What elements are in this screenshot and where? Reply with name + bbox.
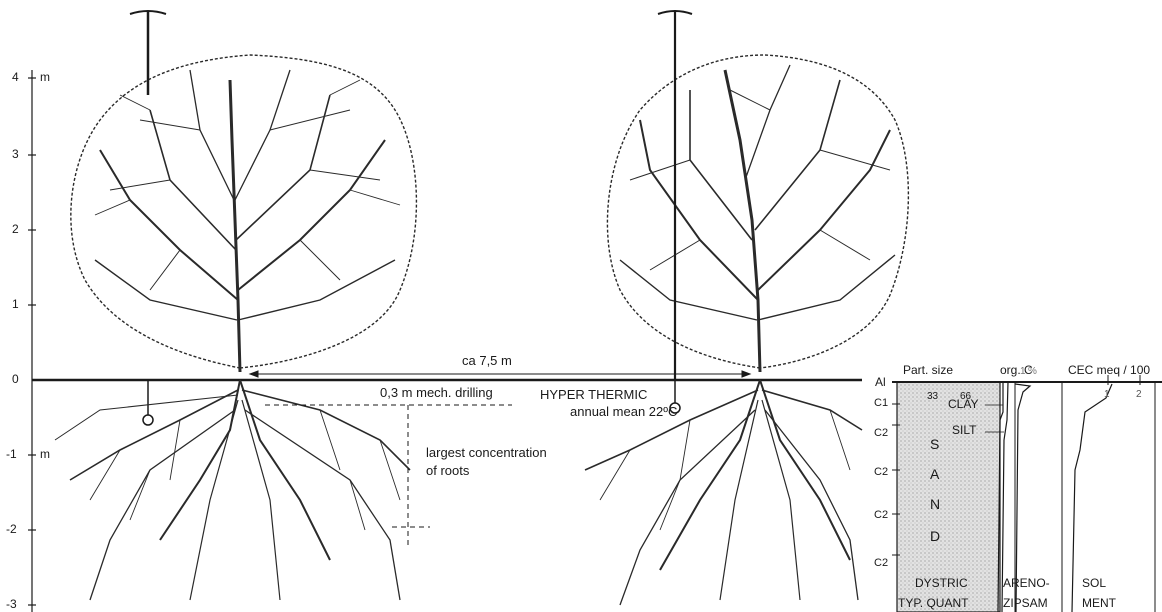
sand-letter-n: N xyxy=(930,497,940,511)
horizon-c2-b: C2 xyxy=(874,467,888,478)
horizon-c2-a: C2 xyxy=(874,428,888,439)
horizon-c1: C1 xyxy=(874,398,888,409)
classification-areno: ARENO- xyxy=(1003,577,1050,589)
classification-ment: MENT xyxy=(1082,597,1116,609)
axis-tick-3: 3 xyxy=(12,148,19,160)
org-c-tick-percent: % xyxy=(1028,367,1037,377)
depth-axis xyxy=(28,70,36,612)
sand-letter-d: D xyxy=(930,529,940,543)
clay-label: CLAY xyxy=(948,398,978,410)
particle-size-tick-33: 33 xyxy=(927,392,938,402)
axis-unit-mid: m xyxy=(40,448,50,460)
tree-canopy-right xyxy=(607,55,908,372)
horizon-c2-c: C2 xyxy=(874,510,888,521)
drilling-label: 0,3 m mech. drilling xyxy=(380,386,493,399)
roots-left xyxy=(55,380,410,600)
header-particle-size: Part. size xyxy=(903,364,953,376)
axis-tick-2: 2 xyxy=(12,223,19,235)
silt-label: SILT xyxy=(952,424,976,436)
axis-tick-0: 0 xyxy=(12,373,19,385)
sand-letter-a: A xyxy=(930,467,939,481)
classification-typ-quant: TYP. QUANT xyxy=(898,597,968,609)
axis-tick-minus-2: -2 xyxy=(6,523,17,535)
tree-canopy-left xyxy=(71,55,417,372)
axis-tick-minus-3: -3 xyxy=(6,598,17,610)
horizon-c2-d: C2 xyxy=(874,558,888,569)
annual-mean-label: annual mean 22ºC xyxy=(570,405,677,418)
org-c-tick-1: 1 xyxy=(1020,367,1026,377)
roots-label-line1: largest concentration xyxy=(426,446,547,459)
axis-unit-top: m xyxy=(40,71,50,83)
axis-tick-4: 4 xyxy=(12,71,19,83)
header-cec: CEC meq / 100 xyxy=(1068,364,1150,376)
cec-tick-2: 2 xyxy=(1136,390,1142,400)
horizon-al: Al xyxy=(875,376,886,388)
cec-tick-1: 1 xyxy=(1104,390,1110,400)
root-concentration-bracket xyxy=(265,405,512,548)
axis-tick-minus-1: -1 xyxy=(6,448,17,460)
probe-rod-right xyxy=(658,11,692,413)
roots-label-line2: of roots xyxy=(426,464,469,477)
sand-letter-s: S xyxy=(930,437,939,451)
thermic-regime-label: HYPER THERMIC xyxy=(540,388,647,401)
classification-zipsam: ZIPSAM xyxy=(1003,597,1048,609)
canopy-width-label: ca 7,5 m xyxy=(462,354,512,367)
axis-tick-1: 1 xyxy=(12,298,19,310)
classification-sol: SOL xyxy=(1082,577,1106,589)
classification-dystric: DYSTRIC xyxy=(915,577,968,589)
